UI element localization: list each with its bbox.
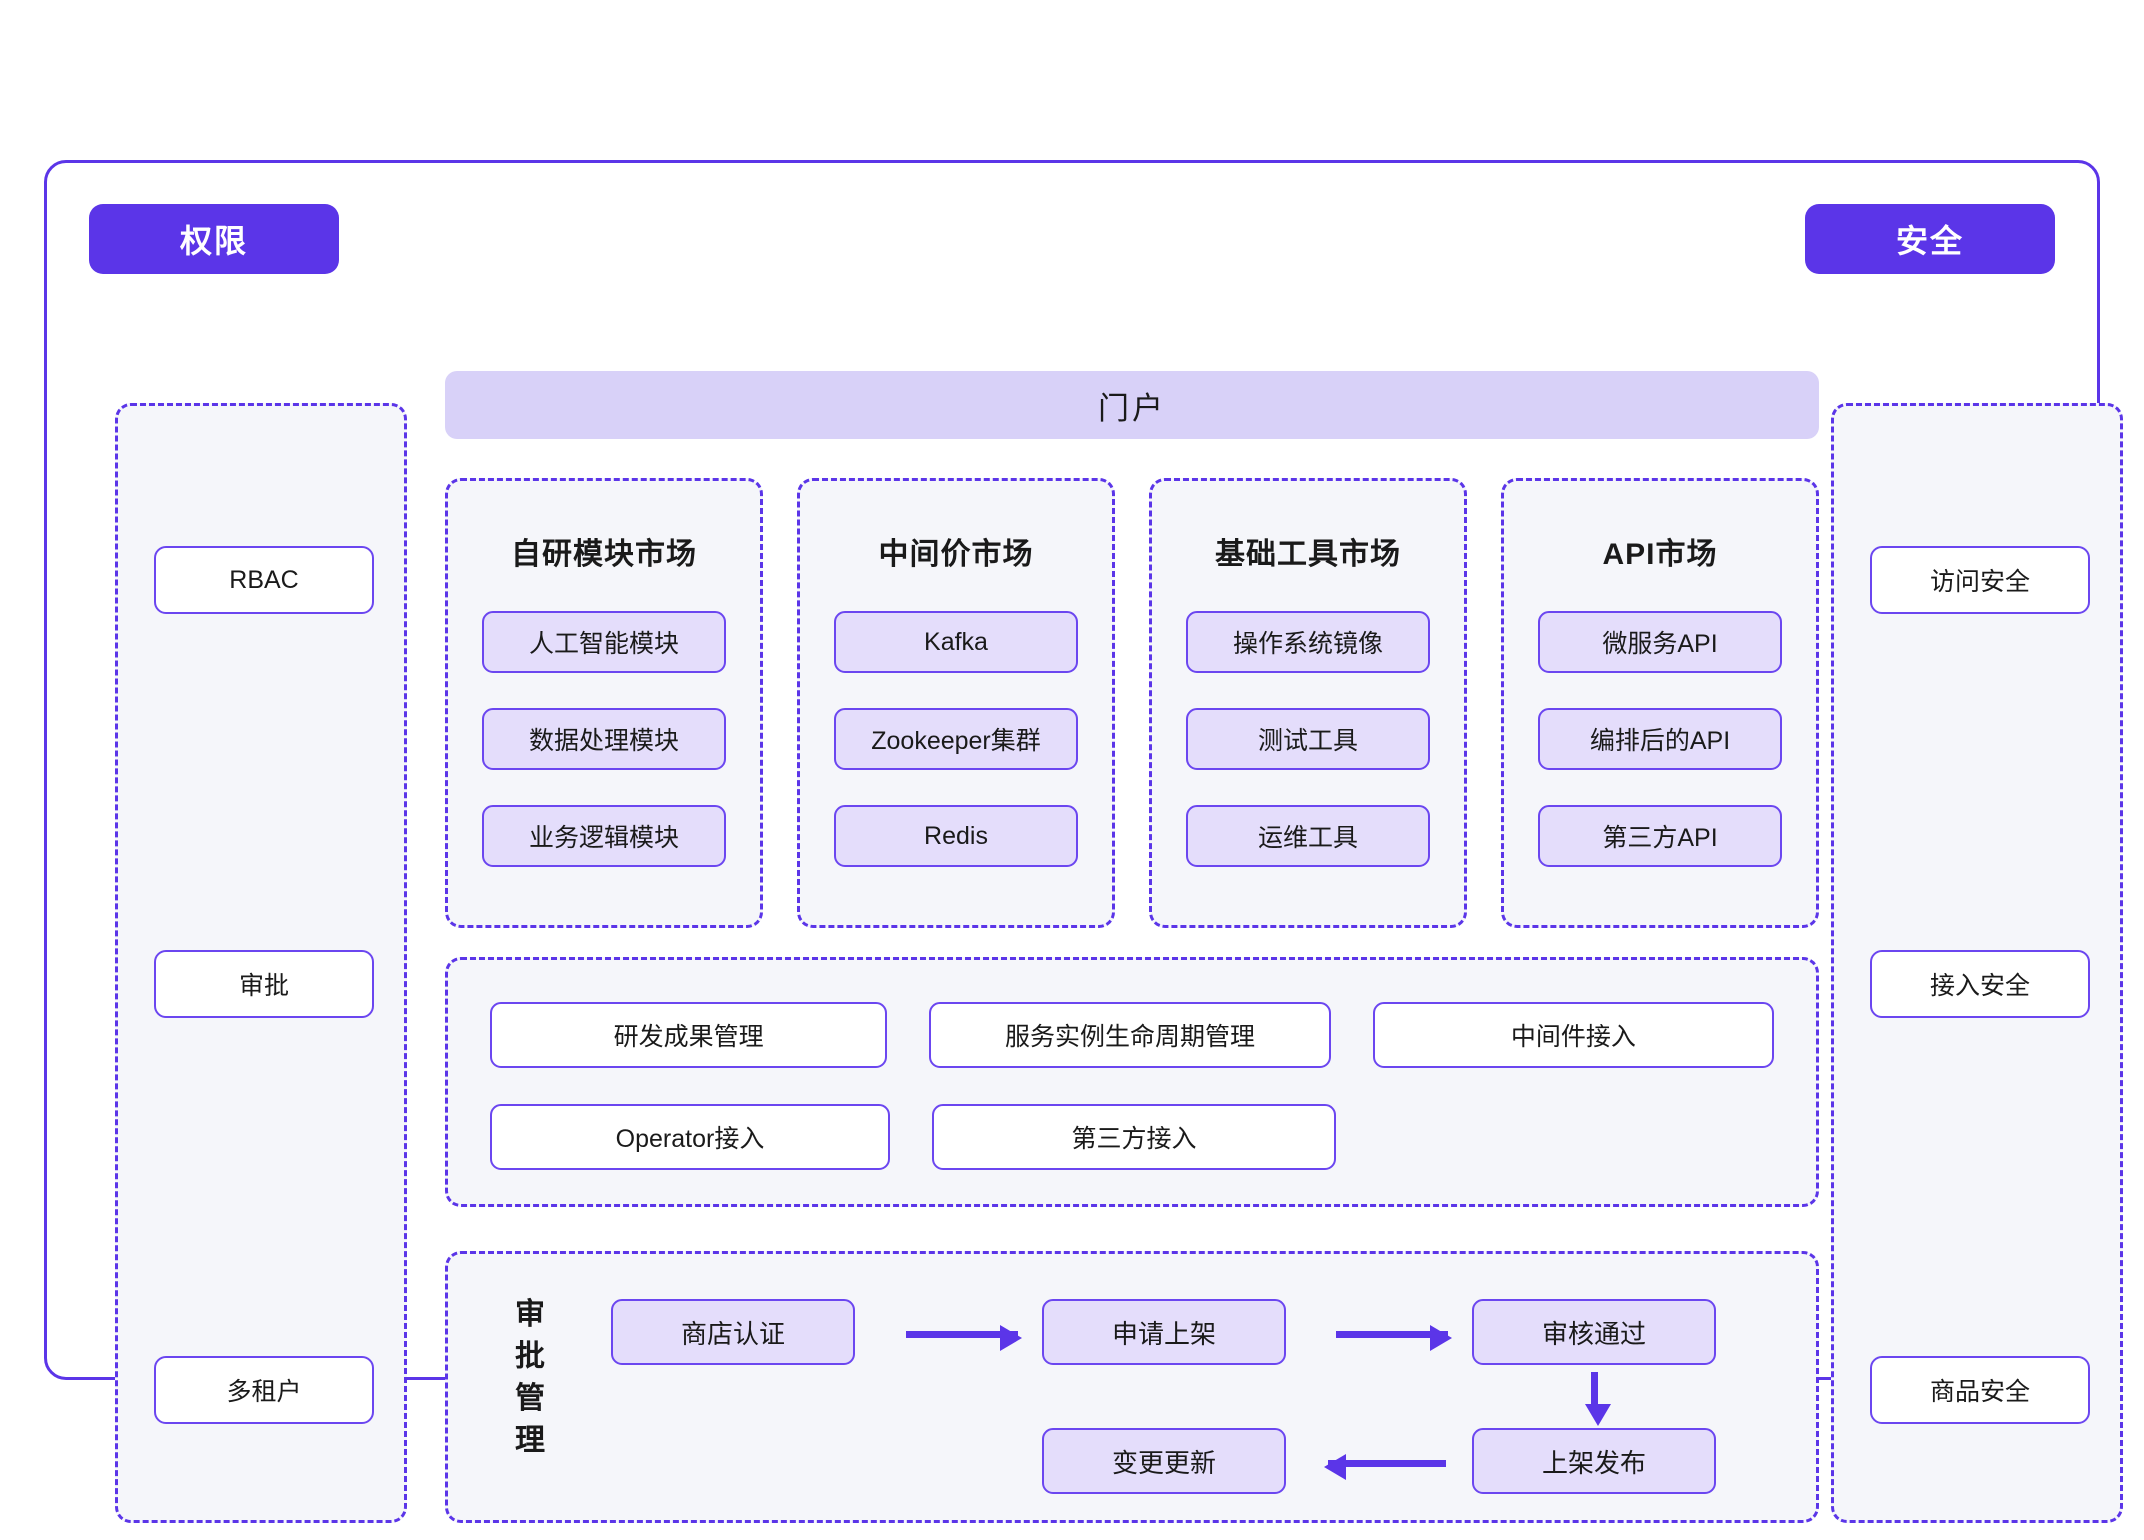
market-chip[interactable]: 微服务API: [1538, 611, 1782, 673]
right-rail-title-badge: 安全: [1805, 204, 2055, 274]
left-rail-permissions: RBAC 审批 多租户: [115, 403, 407, 1523]
capability-row: Operator接入 第三方接入: [490, 1104, 1816, 1206]
portal-title: 门户: [1098, 390, 1166, 426]
capability-label: 第三方接入: [1071, 1125, 1197, 1153]
chip-label: Redis: [924, 821, 988, 850]
market-chip[interactable]: Zookeeper集群: [834, 708, 1078, 770]
chip-label: 运维工具: [1257, 824, 1358, 852]
rail-item-label: 多租户: [226, 1378, 302, 1406]
chip-label: 测试工具: [1257, 727, 1358, 755]
market-chip[interactable]: 业务逻辑模块: [482, 805, 726, 867]
chip-label: 人工智能模块: [528, 630, 679, 658]
market-chip[interactable]: Kafka: [834, 611, 1078, 673]
rail-item-label: 审批: [238, 972, 289, 1000]
market-title: 自研模块市场: [511, 538, 697, 571]
capability-item[interactable]: 第三方接入: [932, 1104, 1336, 1170]
left-rail-title-badge: 权限: [89, 204, 339, 274]
capability-row: 研发成果管理 服务实例生命周期管理 中间件接入: [490, 1002, 1816, 1104]
market-title: API市场: [1602, 538, 1718, 571]
chip-label: 第三方API: [1602, 824, 1718, 852]
approval-flow-label: 审 批 管 理: [515, 1298, 545, 1457]
chip-label: 数据处理模块: [528, 727, 679, 755]
capability-item[interactable]: Operator接入: [490, 1104, 890, 1170]
capability-label: Operator接入: [615, 1125, 765, 1153]
arrow-down-icon: [1585, 1372, 1611, 1426]
arrow-right-icon: [906, 1325, 1022, 1351]
rail-item-rbac[interactable]: RBAC: [154, 546, 374, 614]
rail-item-connection-security[interactable]: 接入安全: [1870, 950, 2090, 1018]
chip-label: 编排后的API: [1589, 727, 1731, 755]
left-rail-title: 权限: [179, 223, 248, 259]
market-column-api: API市场 微服务API 编排后的API 第三方API: [1501, 478, 1819, 928]
flow-node-label: 上架发布: [1541, 1447, 1646, 1478]
flow-node-review-passed[interactable]: 审核通过: [1472, 1299, 1716, 1365]
capability-item[interactable]: 中间件接入: [1372, 1002, 1775, 1068]
rail-item-label: 访问安全: [1929, 568, 2030, 596]
flow-node-change-update[interactable]: 变更更新: [1042, 1428, 1286, 1494]
market-chip[interactable]: 编排后的API: [1538, 708, 1782, 770]
rail-item-label: RBAC: [229, 565, 299, 594]
rail-item-approval[interactable]: 审批: [154, 950, 374, 1018]
portal-banner: 门户: [445, 371, 1819, 439]
market-title: 基础工具市场: [1215, 538, 1401, 571]
market-chip[interactable]: 人工智能模块: [482, 611, 726, 673]
capability-label: 研发成果管理: [613, 1023, 764, 1051]
capability-label: 服务实例生命周期管理: [1005, 1023, 1256, 1051]
chip-label: 操作系统镜像: [1232, 630, 1383, 658]
rail-item-label: 商品安全: [1929, 1378, 2030, 1406]
capability-label: 中间件接入: [1510, 1023, 1636, 1051]
market-chip[interactable]: Redis: [834, 805, 1078, 867]
market-column-self-developed: 自研模块市场 人工智能模块 数据处理模块 业务逻辑模块: [445, 478, 763, 928]
arrow-left-icon: [1324, 1454, 1446, 1480]
flow-node-label: 申请上架: [1111, 1318, 1216, 1349]
capability-item[interactable]: 服务实例生命周期管理: [929, 1002, 1331, 1068]
arrow-right-icon: [1336, 1325, 1452, 1351]
flow-node-apply-listing[interactable]: 申请上架: [1042, 1299, 1286, 1365]
market-chip[interactable]: 数据处理模块: [482, 708, 726, 770]
approval-flow-panel: 审 批 管 理 商店认证 申请上架 审核通过 上架发布 变更更新: [445, 1251, 1819, 1523]
flow-node-label: 商店认证: [680, 1318, 785, 1349]
rail-item-product-security[interactable]: 商品安全: [1870, 1356, 2090, 1424]
right-rail-title: 安全: [1895, 223, 1964, 259]
market-title: 中间价市场: [878, 538, 1034, 571]
chip-label: Kafka: [924, 627, 988, 656]
market-columns: 自研模块市场 人工智能模块 数据处理模块 业务逻辑模块 中间价市场 Kafka …: [445, 478, 1819, 928]
market-column-base-tools: 基础工具市场 操作系统镜像 测试工具 运维工具: [1149, 478, 1467, 928]
market-chip[interactable]: 测试工具: [1186, 708, 1430, 770]
chip-label: 微服务API: [1602, 630, 1718, 658]
market-chip[interactable]: 操作系统镜像: [1186, 611, 1430, 673]
right-rail-security: 访问安全 接入安全 商品安全: [1831, 403, 2123, 1523]
market-column-middleware: 中间价市场 Kafka Zookeeper集群 Redis: [797, 478, 1115, 928]
market-chip[interactable]: 运维工具: [1186, 805, 1430, 867]
architecture-frame: RBAC 审批 多租户 访问安全 接入安全 商品安全 门户 自研模块市场 人工智…: [44, 160, 2123, 1523]
chip-label: Zookeeper集群: [871, 727, 1041, 755]
market-chip[interactable]: 第三方API: [1538, 805, 1782, 867]
flow-node-label: 变更更新: [1111, 1447, 1216, 1478]
chip-label: 业务逻辑模块: [528, 824, 679, 852]
rail-item-multi-tenant[interactable]: 多租户: [154, 1356, 374, 1424]
flow-node-publish[interactable]: 上架发布: [1472, 1428, 1716, 1494]
rail-item-access-security[interactable]: 访问安全: [1870, 546, 2090, 614]
capability-item[interactable]: 研发成果管理: [490, 1002, 888, 1068]
flow-node-label: 审核通过: [1541, 1318, 1646, 1349]
flow-node-store-certification[interactable]: 商店认证: [611, 1299, 855, 1365]
rail-item-label: 接入安全: [1929, 972, 2030, 1000]
capabilities-panel: 研发成果管理 服务实例生命周期管理 中间件接入 Operator接入 第三方接入: [445, 957, 1819, 1207]
